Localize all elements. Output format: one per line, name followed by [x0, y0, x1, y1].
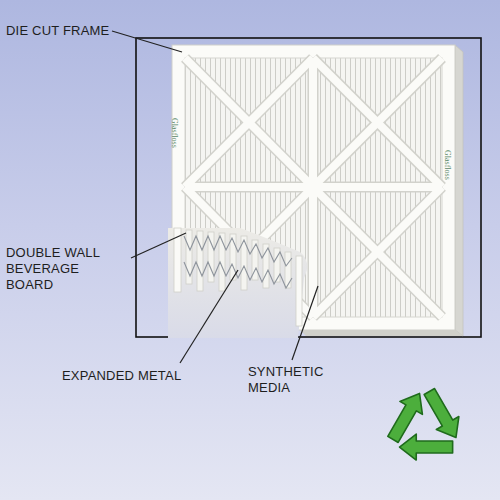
recycle-symbol [376, 389, 459, 474]
expanded-metal [184, 236, 292, 266]
leader-lines [112, 31, 318, 363]
strut-cores [185, 58, 442, 317]
strut-edges [185, 58, 442, 317]
part-label: EXPANDED METAL [62, 368, 202, 384]
part-label: DOUBLE WALL BEVERAGE BOARD [6, 245, 130, 293]
filter-bottom [300, 330, 463, 336]
expanded-metal [184, 262, 292, 288]
exposed-pleats [174, 228, 302, 326]
frame-box [136, 38, 481, 337]
cutaway [168, 228, 307, 338]
synthetic-media [185, 58, 442, 317]
brand-mark: Glasfloss [443, 150, 452, 180]
part-label: DIE CUT FRAME [6, 23, 116, 39]
part-label: SYNTHETIC MEDIA [248, 364, 348, 396]
filter-side [455, 45, 463, 336]
brand-mark: Glasfloss [170, 118, 179, 148]
